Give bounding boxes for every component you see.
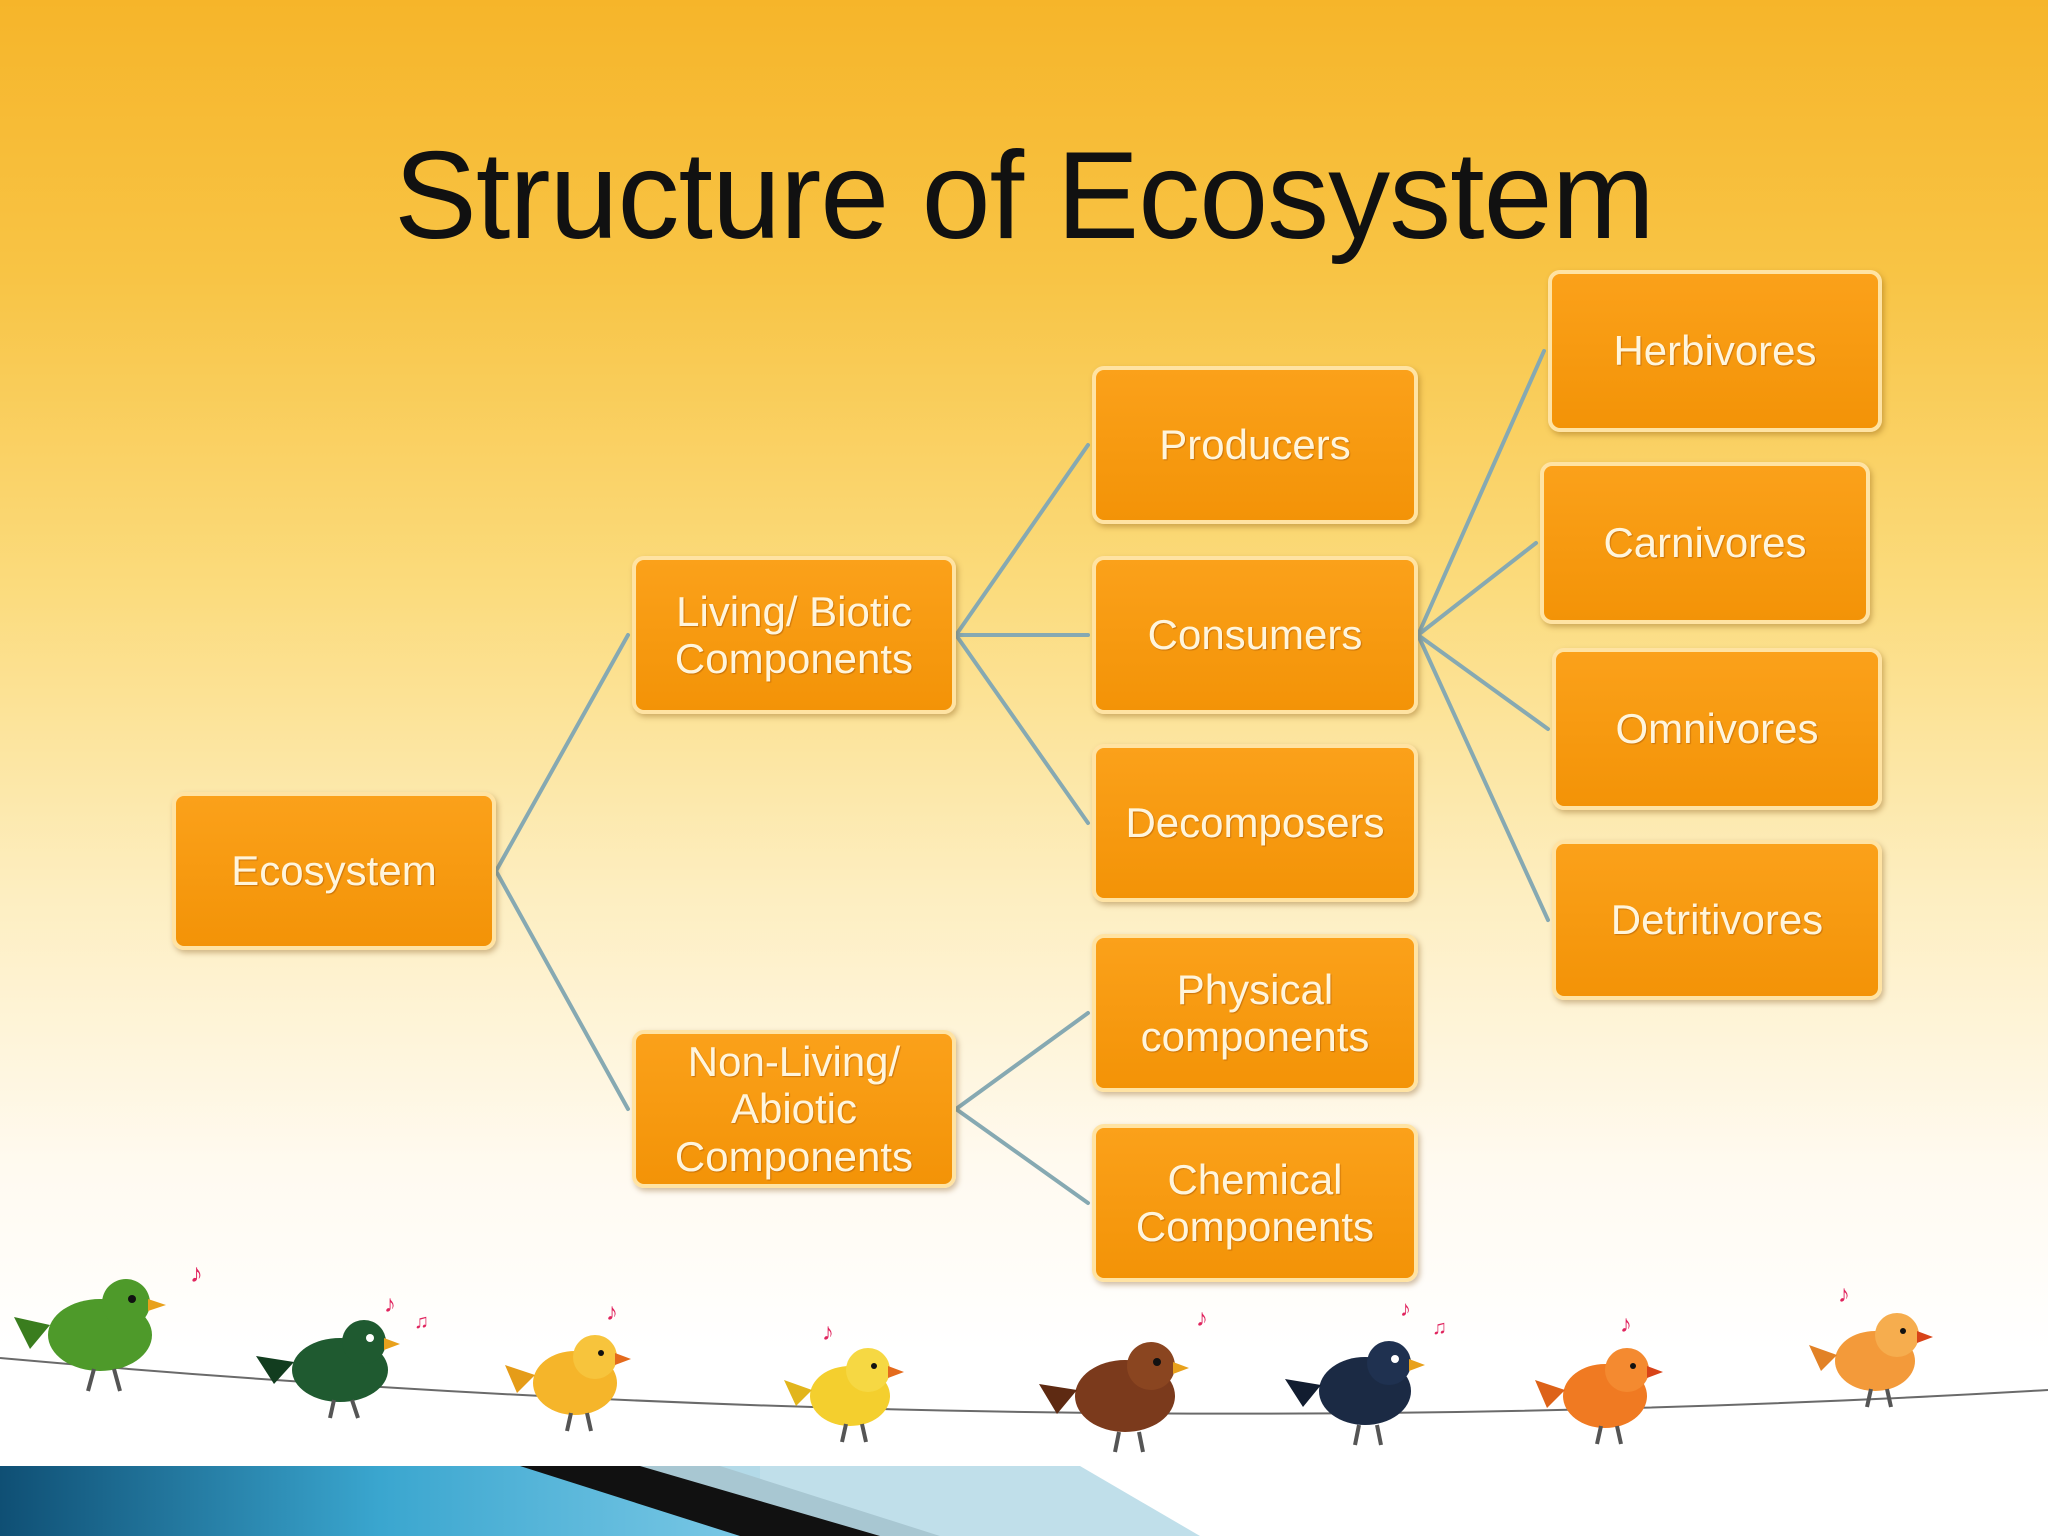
connector-nonliving-physical [954, 1011, 1090, 1111]
bird-orange-icon [1535, 1348, 1663, 1445]
connector-consumers-carnivores [1416, 541, 1538, 637]
node-carnivores: Carnivores [1540, 462, 1870, 624]
node-chemical-components: Chemical Components [1092, 1124, 1418, 1282]
bird-brown-icon [1039, 1342, 1189, 1453]
connector-living-producers [954, 443, 1090, 637]
node-consumers: Consumers [1092, 556, 1418, 714]
bird-yellow-icon [784, 1348, 904, 1443]
connector-ecosystem-nonliving [494, 869, 630, 1111]
node-herbivores: Herbivores [1548, 270, 1882, 432]
node-non-living-abiotic: Non-Living/ Abiotic Components [632, 1030, 956, 1188]
music-note-icon: ♫ [414, 1311, 429, 1333]
node-detritivores: Detritivores [1552, 840, 1882, 1000]
connector-ecosystem-living [494, 633, 630, 873]
connector-consumers-herbivores [1416, 349, 1546, 637]
node-omnivores: Omnivores [1552, 648, 1882, 810]
page-title: Structure of Ecosystem [394, 127, 1655, 265]
connector-nonliving-chemical [954, 1107, 1090, 1205]
footer-decorative-bar [0, 1466, 2048, 1536]
music-note-icon: ♫ [1432, 1317, 1447, 1339]
connector-consumers-detritivores [1416, 633, 1550, 922]
bird-yellow-icon [505, 1335, 631, 1432]
music-note-icon: ♪ [606, 1299, 618, 1326]
music-note-icon: ♪ [384, 1291, 396, 1318]
node-ecosystem: Ecosystem [172, 792, 496, 950]
node-living-biotic: Living/ Biotic Components [632, 556, 956, 714]
connector-consumers-omnivores [1416, 633, 1550, 731]
music-note-icon: ♪ [1838, 1281, 1850, 1308]
connector-living-decomposers [954, 633, 1090, 825]
node-decomposers: Decomposers [1092, 744, 1418, 902]
birds-on-wire-illustration: ♪ ♪ ♫ ♪ ♪ ♪ [0, 1258, 2048, 1453]
music-note-icon: ♪ [1620, 1311, 1632, 1338]
music-note-icon: ♪ [1400, 1296, 1411, 1321]
bird-navy-icon [1285, 1341, 1425, 1446]
music-note-icon: ♪ [1196, 1305, 1208, 1332]
music-note-icon: ♪ [190, 1258, 203, 1288]
node-producers: Producers [1092, 366, 1418, 524]
footer-light-band [640, 1466, 1200, 1536]
node-physical-components: Physical components [1092, 934, 1418, 1092]
bird-green-icon [14, 1279, 166, 1392]
music-note-icon: ♪ [822, 1319, 834, 1346]
bird-dark-green-icon [256, 1320, 400, 1419]
bird-orange-icon [1809, 1313, 1933, 1408]
